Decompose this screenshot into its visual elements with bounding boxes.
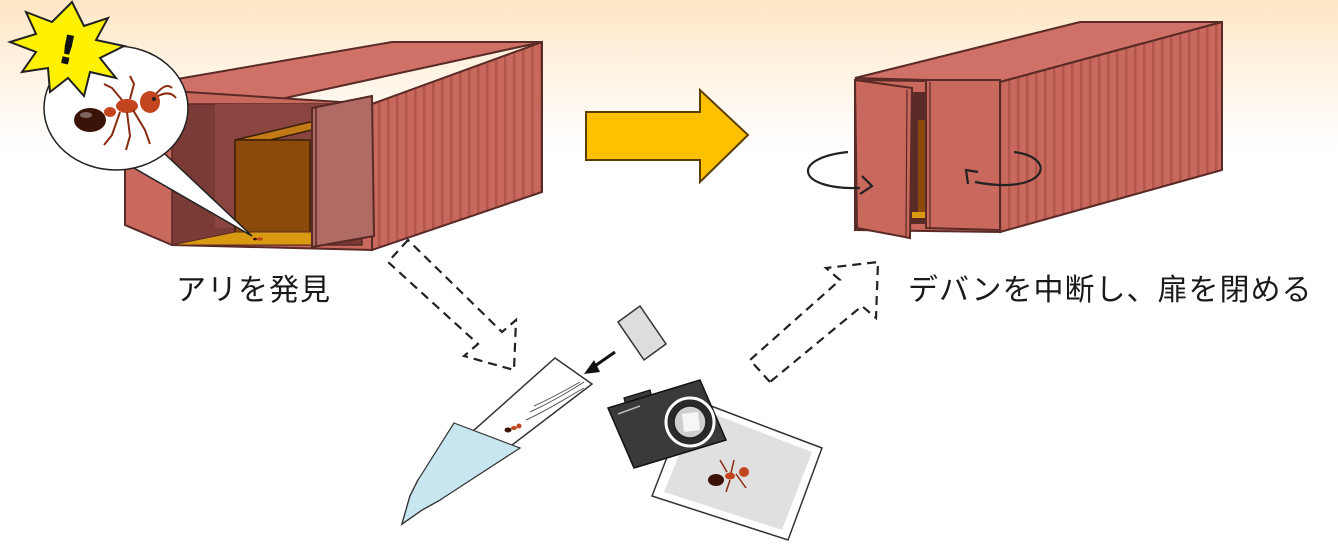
sample-tube	[402, 358, 592, 524]
dashed-arrow-up	[750, 262, 878, 382]
dashed-arrow-down	[388, 240, 516, 370]
flow-arrow	[586, 90, 748, 182]
caption-stop-and-close: デバンを中断し、扉を閉める	[908, 276, 1313, 306]
cargo-box	[235, 140, 310, 235]
open-door	[312, 96, 374, 247]
caption-discover-ant: アリを発見	[176, 276, 331, 306]
closed-container	[855, 22, 1222, 238]
open-container	[125, 42, 542, 250]
left-door	[855, 80, 912, 238]
tube-cap	[618, 306, 666, 360]
cap-arrow	[584, 352, 615, 374]
right-door	[926, 80, 1000, 230]
small-ant-on-floor	[253, 237, 263, 240]
